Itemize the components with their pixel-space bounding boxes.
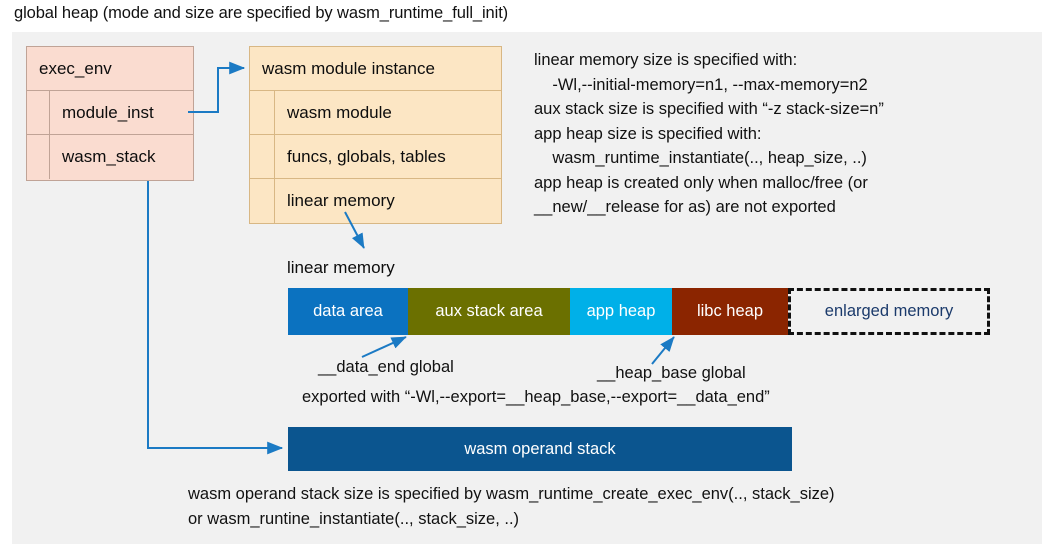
exec-env-header-row: exec_env xyxy=(27,47,193,91)
wmi-linear-memory-label: linear memory xyxy=(287,191,395,210)
wmi-funcs-globals-tables-label: funcs, globals, tables xyxy=(287,146,446,166)
annotation-heap-base-global: __heap_base global xyxy=(597,364,746,382)
wmi-header-label: wasm module instance xyxy=(262,58,435,78)
wmi-header-row: wasm module instance xyxy=(250,47,501,91)
wmi-gutter xyxy=(250,179,275,223)
memory-segment-enlarged-memory: enlarged memory xyxy=(788,288,990,335)
wasm-module-instance-box: wasm module instance wasm module funcs, … xyxy=(249,46,502,224)
annotation-data-end-global: __data_end global xyxy=(318,358,454,376)
memory-segment-data-area: data area xyxy=(288,288,408,335)
wmi-row-linear-memory: linear memory xyxy=(250,179,501,223)
exec-env-module-inst-label: module_inst xyxy=(62,102,154,122)
linear-memory-notes: linear memory size is specified with: -W… xyxy=(534,51,884,216)
exec-env-row-module-inst: module_inst xyxy=(27,91,193,135)
memory-segment-app-heap: app heap xyxy=(570,288,672,335)
exec-env-row-wasm-stack: wasm_stack xyxy=(27,135,193,179)
exec-env-gutter xyxy=(27,91,50,134)
wmi-row-wasm-module: wasm module xyxy=(250,91,501,135)
linear-memory-bar-label: linear memory xyxy=(287,258,395,277)
exec-env-wasm-stack-label: wasm_stack xyxy=(62,147,156,166)
exec-env-gutter xyxy=(27,135,50,179)
wmi-gutter xyxy=(250,135,275,178)
page-title: global heap (mode and size are specified… xyxy=(14,4,509,22)
wmi-wasm-module-label: wasm module xyxy=(287,102,392,122)
wmi-row-funcs-globals-tables: funcs, globals, tables xyxy=(250,135,501,179)
wasm-operand-stack-box: wasm operand stack xyxy=(288,427,792,471)
exec-env-box: exec_env module_inst wasm_stack xyxy=(26,46,194,181)
operand-stack-notes: wasm operand stack size is specified by … xyxy=(188,485,835,528)
memory-segment-libc-heap: libc heap xyxy=(672,288,788,335)
wmi-gutter xyxy=(250,91,275,134)
linear-memory-bar: data area aux stack area app heap libc h… xyxy=(288,288,990,335)
exec-env-header-label: exec_env xyxy=(39,58,112,78)
annotation-exported-with: exported with “-Wl,--export=__heap_base,… xyxy=(302,388,770,406)
memory-segment-aux-stack-area: aux stack area xyxy=(408,288,570,335)
